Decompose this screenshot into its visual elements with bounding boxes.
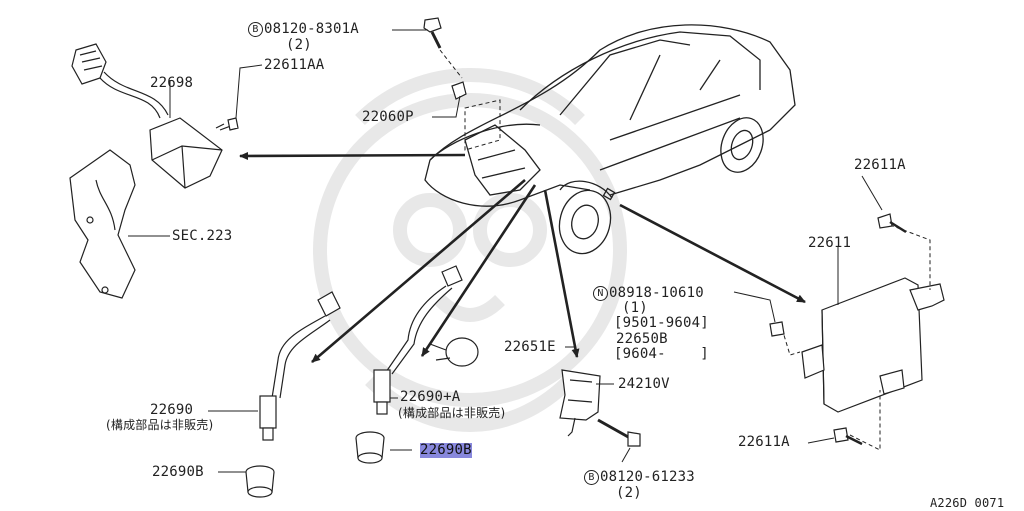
bolt-top-circle-letter: B [248, 22, 263, 37]
clip-22651E-drawing [429, 337, 479, 367]
bolt-bottom-drawing [597, 418, 641, 447]
ecu-22611-drawing [801, 277, 945, 413]
bolt-top-part-number: 08120-8301A [264, 21, 359, 37]
nut-part-number: 08918-10610 [609, 285, 704, 301]
small-fasteners [227, 117, 907, 446]
part-24210V: 24210V [618, 376, 670, 392]
nut-qty: (1) [622, 300, 648, 316]
part-22690: 22690 [150, 402, 194, 418]
part-22690-note: (構成部品は非販売) [106, 418, 214, 432]
figure-code: A226D 0071 [930, 496, 1005, 510]
nut-range: [9501-9604] [614, 315, 709, 331]
part-22651E: 22651E [504, 339, 556, 355]
part-22690B-highlighted[interactable]: 22690B [420, 442, 472, 458]
plug-22690B-center-drawing [355, 431, 385, 464]
bracket-24210V-drawing [559, 369, 601, 437]
sensor-22690A-drawing [373, 265, 463, 415]
bolt-top-qty: (2) [286, 37, 312, 53]
part-22611: 22611 [808, 235, 852, 251]
part-22650B: 22650B [616, 331, 668, 347]
plug-22690B-left-drawing [245, 465, 275, 498]
part-22690B-left: 22690B [152, 464, 204, 480]
module-22698-drawing [71, 43, 237, 189]
nut-circle-letter: N [593, 286, 608, 301]
part-sec223: SEC.223 [172, 228, 233, 244]
leader-lines [128, 29, 883, 473]
bolt-top-drawing [423, 17, 467, 100]
part-22611A-bottom: 22611A [738, 434, 790, 450]
part-22611AA: 22611AA [264, 57, 325, 73]
bolt-bottom-circle-letter: B [584, 470, 599, 485]
part-22690A-note: (構成部品は非販売) [398, 406, 506, 420]
part-22611A-top: 22611A [854, 157, 906, 173]
engine-bay-dashed [439, 49, 501, 151]
bolt-bottom-qty: (2) [616, 485, 642, 501]
part-22650B-range: [9604- ] [614, 346, 709, 362]
sensor-22690-drawing [259, 291, 341, 441]
arrows [239, 151, 806, 363]
bolt-bottom-part-number: 08120-61233 [600, 469, 695, 485]
part-22698: 22698 [150, 75, 194, 91]
bracket-sec223-drawing [69, 149, 136, 299]
part-22060P: 22060P [362, 109, 414, 125]
car-illustration [424, 24, 796, 255]
part-22690A: 22690+A [400, 389, 461, 405]
